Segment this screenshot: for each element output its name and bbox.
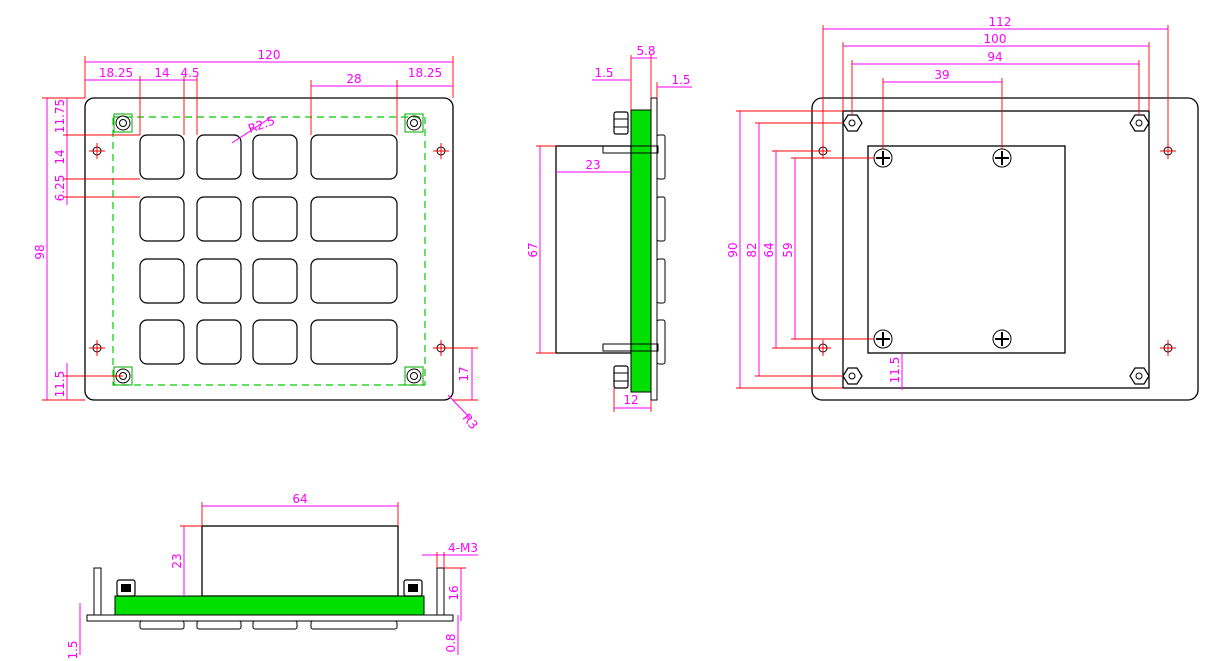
key-wide bbox=[310, 319, 398, 365]
dim-key-gap: 4.5 bbox=[180, 66, 199, 80]
dim-bottom-hole-offset: 11.5 bbox=[53, 371, 67, 398]
key bbox=[196, 134, 242, 180]
nut-icon bbox=[613, 365, 629, 389]
screw-icon bbox=[873, 148, 893, 168]
plate-bottom bbox=[86, 614, 454, 622]
module-outline bbox=[867, 145, 1066, 354]
dim-wide-key: 28 bbox=[346, 72, 361, 86]
standoff-icon bbox=[404, 366, 424, 386]
dim-module-height: 67 bbox=[526, 242, 540, 257]
dim-rear-height-90: 90 bbox=[726, 242, 740, 257]
dim-module-width: 64 bbox=[292, 492, 307, 506]
rear-plate-outline bbox=[811, 97, 1199, 401]
key-wide bbox=[310, 134, 398, 180]
dim-plate-thickness-right: 1.5 bbox=[671, 73, 690, 87]
key bbox=[252, 196, 298, 242]
dim-key-width: 14 bbox=[154, 66, 169, 80]
stud-left bbox=[93, 567, 102, 616]
dim-rear-offset: 11.5 bbox=[888, 357, 902, 384]
side-view: 5.8 1.5 1.5 23 67 12 bbox=[526, 44, 692, 412]
front-view: 120 18.25 14 4.5 28 18.25 R2.5 98 11.75 … bbox=[33, 48, 481, 432]
front-plate-outline bbox=[84, 97, 454, 401]
key-wide bbox=[310, 258, 398, 304]
dim-overall-width: 120 bbox=[258, 48, 281, 62]
screw-icon bbox=[873, 329, 893, 349]
key bbox=[139, 134, 185, 180]
dim-plate-radius: R3 bbox=[460, 411, 481, 432]
mount-hole-icon bbox=[89, 143, 105, 159]
bottom-view: 64 23 4-M3 16 1.5 0.8 bbox=[66, 492, 478, 660]
standoff-icon bbox=[113, 113, 133, 133]
dim-module-depth: 23 bbox=[585, 158, 600, 172]
key bbox=[196, 258, 242, 304]
hex-nut-icon bbox=[1129, 114, 1150, 132]
key bbox=[252, 258, 298, 304]
pcb-board bbox=[630, 109, 652, 393]
nut-icon bbox=[403, 579, 423, 597]
pcb-outline bbox=[842, 110, 1150, 389]
stud-right bbox=[436, 567, 445, 616]
hex-nut-icon bbox=[842, 114, 863, 132]
nut-icon bbox=[613, 111, 629, 135]
key-wide bbox=[310, 196, 398, 242]
hex-nut-icon bbox=[842, 367, 863, 385]
dim-module-height-bottom: 23 bbox=[170, 553, 184, 568]
dim-plate-thickness-left: 1.5 bbox=[594, 66, 613, 80]
dim-stud-height: 16 bbox=[447, 585, 461, 600]
dim-thread-spec: 4-M3 bbox=[448, 541, 478, 555]
dim-rear-width-100: 100 bbox=[984, 32, 1007, 46]
dim-rear-width-94: 94 bbox=[987, 50, 1002, 64]
dim-left-margin: 18.25 bbox=[99, 66, 133, 80]
dim-rear-height-64: 64 bbox=[762, 242, 776, 257]
key bbox=[139, 319, 185, 365]
dim-plate-thickness-bottom: 1.5 bbox=[66, 640, 80, 659]
dim-rear-width-39: 39 bbox=[934, 68, 949, 82]
mount-hole-icon bbox=[1160, 143, 1176, 159]
screw-icon bbox=[992, 148, 1012, 168]
key bbox=[139, 258, 185, 304]
dim-right-margin: 18.25 bbox=[408, 66, 442, 80]
module-body-bottom bbox=[201, 525, 399, 597]
dim-rear-height-59: 59 bbox=[781, 242, 795, 257]
key bbox=[196, 319, 242, 365]
key-grid bbox=[139, 134, 398, 365]
dim-row-gap: 6.25 bbox=[53, 175, 67, 202]
mount-hole-icon bbox=[433, 143, 449, 159]
dim-overall-height: 98 bbox=[33, 244, 47, 259]
dim-rear-width-112: 112 bbox=[989, 15, 1012, 29]
module-body bbox=[555, 145, 632, 354]
key bbox=[196, 196, 242, 242]
pcb-board-bottom bbox=[114, 595, 425, 616]
hex-nut-icon bbox=[1129, 367, 1150, 385]
dim-key-height: 14 bbox=[53, 149, 67, 164]
dim-bottom-right-offset: 17 bbox=[457, 366, 471, 381]
dim-top-margin: 11.75 bbox=[53, 99, 67, 133]
mount-hole-icon bbox=[1160, 340, 1176, 356]
dim-total-thickness: 5.8 bbox=[636, 44, 655, 58]
key bbox=[252, 134, 298, 180]
rear-view: 112 100 94 39 90 82 64 59 11.5 bbox=[726, 15, 1199, 401]
pcb-dashed-outline bbox=[112, 116, 426, 386]
standoff-icon bbox=[404, 113, 424, 133]
front-plate-edge bbox=[650, 97, 658, 401]
screw-icon bbox=[992, 329, 1012, 349]
dim-stud-length: 12 bbox=[623, 393, 638, 407]
nut-icon bbox=[116, 579, 136, 597]
dim-pcb-gap: 0.8 bbox=[444, 633, 458, 652]
key bbox=[139, 196, 185, 242]
dim-rear-height-82: 82 bbox=[745, 242, 759, 257]
mount-hole-icon bbox=[89, 340, 105, 356]
key bbox=[252, 319, 298, 365]
